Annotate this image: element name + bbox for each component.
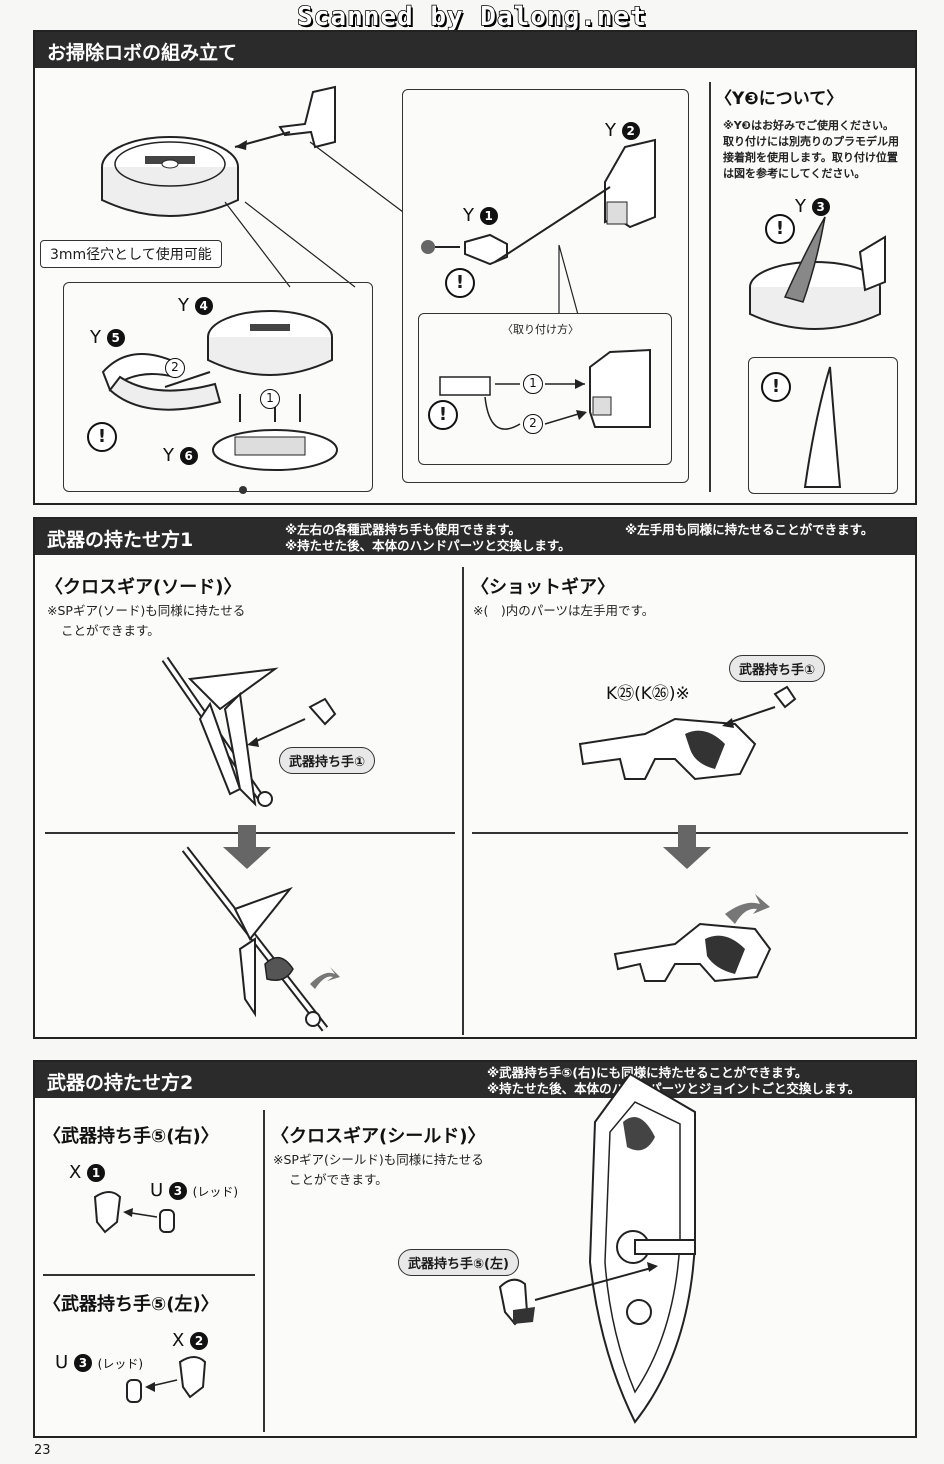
part-label-x2: X 2 [172, 1330, 209, 1351]
panel-header: 武器の持たせ方1 ※左右の各種武器持ち手も使用できます。 ※持たせた後、本体のハ… [35, 519, 915, 555]
part-label-y6: Y 6 [163, 445, 198, 466]
attach-method-illustration [439, 348, 651, 430]
panel-header: お掃除ロボの組み立て [35, 32, 915, 68]
warning-icon: ! [428, 400, 458, 430]
part-number-y2: 2 [621, 122, 640, 140]
scanner-watermark: Scanned by Dalong.net [296, 1, 647, 33]
part-number-u3: 3 [73, 1354, 92, 1372]
step-1-marker: 1 [260, 389, 280, 409]
page-number: 23 [34, 1443, 51, 1458]
part-label-y2: Y 2 [605, 120, 640, 141]
down-arrow-icon [223, 825, 271, 869]
panel-robot-assembly: お掃除ロボの組み立て 3mm径穴として使用可能 Y 4 [33, 30, 917, 505]
divider [462, 567, 464, 1035]
panel-weapon-hold-2: 武器の持たせ方2 ※武器持ち手⑤(右)にも同様に持たせることができます。 ※持た… [33, 1060, 917, 1438]
weapon-hand-label: 武器持ち手① [279, 747, 376, 774]
part-number-y4: 4 [194, 297, 213, 315]
shotgear-note: ※( )内のパーツは左手用です。 [473, 603, 655, 618]
section-title: 武器の持たせ方2 [47, 1072, 194, 1094]
part-label-u3: U 3 (レッド) [150, 1180, 239, 1201]
shotgear-illustration [578, 685, 797, 983]
y3-note: ※Y❸はお好みでご使用ください。取り付けには別売りのプラモデル用接着剤を使用しま… [723, 119, 899, 180]
right-hand-heading: 〈武器持ち手⑤(右)〉 [43, 1126, 219, 1147]
part-number-y3: 3 [811, 198, 830, 216]
warning-icon: ! [445, 268, 475, 298]
y3-illustration [749, 216, 886, 488]
robot-vacuum-illustration [101, 85, 404, 494]
step-1-marker: 1 [523, 374, 543, 394]
down-arrow-icon [663, 825, 711, 869]
header-note-3: ※左手用も同様に持たせることができます。 [625, 522, 874, 537]
part-label-y5: Y 5 [90, 327, 125, 348]
part-number-x1: 1 [87, 1164, 106, 1182]
hand-parts-illustration [93, 1191, 207, 1403]
divider [263, 1110, 265, 1432]
shield-illustration [498, 1072, 696, 1424]
hole-callout: 3mm径穴として使用可能 [40, 240, 222, 268]
section-title: 武器の持たせ方1 [47, 529, 194, 551]
section-title: お掃除ロボの組み立て [47, 42, 238, 64]
part-label-y4: Y 4 [178, 295, 213, 316]
part-label-k25: K㉕(K㉖)※ [606, 684, 690, 704]
panel-header: 武器の持たせ方2 ※武器持ち手⑤(右)にも同様に持たせることができます。 ※持た… [35, 1062, 915, 1098]
bracket-detail-illustration [421, 138, 656, 323]
warning-icon: ! [761, 372, 791, 402]
attach-method-title: 〈取り付け方〉 [502, 323, 579, 336]
part-label-x1: X 1 [69, 1162, 106, 1183]
sword-note-line1: ※SPギア(ソード)も同様に持たせる [47, 603, 246, 618]
sword-note-line2: ことができます。 [61, 623, 160, 638]
shield-note-line1: ※SPギア(シールド)も同様に持たせる [273, 1152, 484, 1167]
part-label-y1: Y 1 [463, 205, 498, 226]
y3-heading: 〈Y❸について〉 [715, 89, 844, 109]
part-number-y5: 5 [106, 329, 125, 347]
part-label-y3: Y 3 [795, 196, 830, 217]
part-number-x2: 2 [190, 1332, 209, 1350]
exploded-view-box [63, 282, 373, 492]
shield-heading: 〈クロスギア(シールド)〉 [271, 1126, 486, 1147]
part-number-y1: 1 [479, 207, 498, 225]
weapon-hand-label: 武器持ち手⑤(左) [398, 1249, 519, 1276]
part-number-y6: 6 [179, 447, 198, 465]
step-2-marker: 2 [523, 414, 543, 434]
warning-icon: ! [765, 214, 795, 244]
divider [43, 1274, 255, 1276]
header-note-2: ※持たせた後、本体のハンドパーツと交換します。 [285, 538, 571, 553]
shield-note-line2: ことができます。 [289, 1172, 388, 1187]
warning-icon: ! [87, 422, 117, 452]
sword-heading: 〈クロスギア(ソード)〉 [45, 577, 242, 598]
weapon-hand-label: 武器持ち手① [729, 655, 826, 682]
step-2-marker: 2 [165, 358, 185, 378]
sword-illustration [161, 656, 340, 1032]
shotgear-heading: 〈ショットギア〉 [471, 577, 615, 598]
part-label-u3: U 3 (レッド) [55, 1352, 144, 1373]
panel-weapon-hold-1: 武器の持たせ方1 ※左右の各種武器持ち手も使用できます。 ※持たせた後、本体のハ… [33, 517, 917, 1039]
header-note-2: ※持たせた後、本体のハンドパーツとジョイントごと交換します。 [487, 1081, 861, 1096]
header-note-1: ※武器持ち手⑤(右)にも同様に持たせることができます。 [487, 1065, 808, 1080]
part-number-u3: 3 [168, 1182, 187, 1200]
divider [709, 82, 711, 492]
y3-part-box [748, 357, 898, 494]
header-note-1: ※左右の各種武器持ち手も使用できます。 [285, 522, 521, 537]
left-hand-heading: 〈武器持ち手⑤(左)〉 [43, 1294, 219, 1315]
